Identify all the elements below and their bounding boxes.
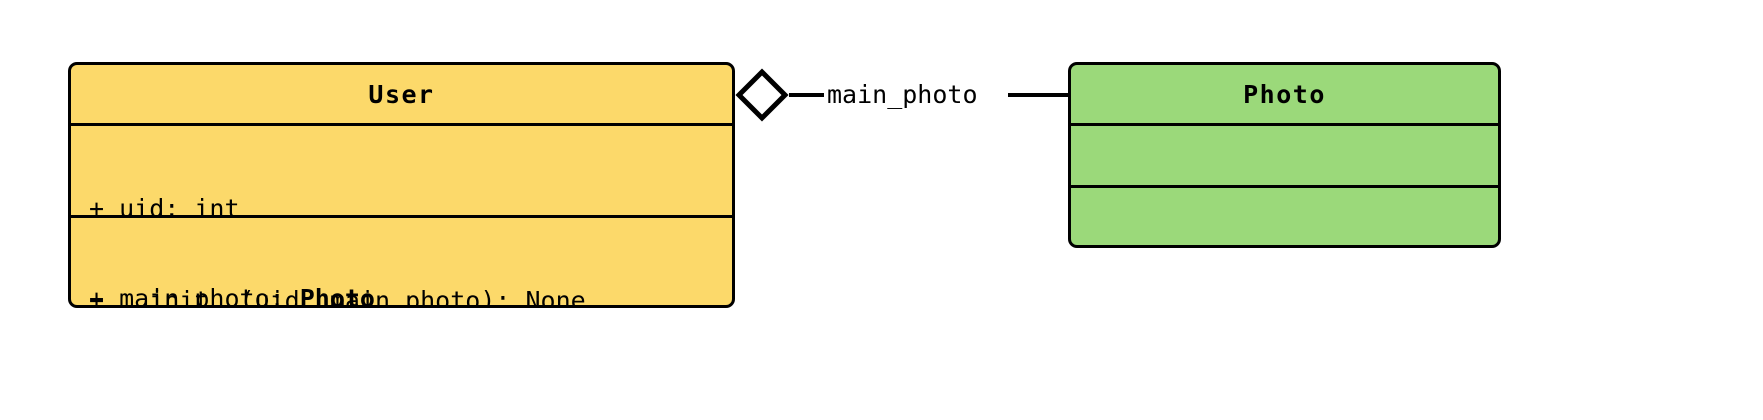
uml-class-user[interactable]: User + uid: int + main_photo: Photo + __… bbox=[68, 62, 735, 308]
uml-attribute-main-photo-prefix: + main_photo: bbox=[89, 284, 300, 308]
uml-class-photo-title: Photo bbox=[1243, 79, 1326, 109]
uml-class-user-title: User bbox=[368, 79, 435, 109]
uml-method-init: + __init__(uid, main_photo): None bbox=[89, 286, 586, 308]
association-label-main-photo: main_photo bbox=[824, 80, 981, 110]
uml-class-photo-methods bbox=[1071, 185, 1498, 243]
association-line-left bbox=[789, 93, 827, 97]
aggregation-diamond-icon bbox=[735, 68, 789, 122]
uml-class-user-methods: + __init__(uid, main_photo): None bbox=[71, 215, 732, 305]
uml-class-photo-attributes bbox=[1071, 123, 1498, 185]
uml-class-photo[interactable]: Photo bbox=[1068, 62, 1501, 248]
uml-class-user-attributes: + uid: int + main_photo: Photo bbox=[71, 123, 732, 305]
uml-attribute-main-photo: + main_photo: Photo bbox=[89, 284, 732, 308]
association-line-right bbox=[1008, 93, 1070, 97]
uml-attribute-main-photo-type: Photo bbox=[299, 284, 375, 308]
